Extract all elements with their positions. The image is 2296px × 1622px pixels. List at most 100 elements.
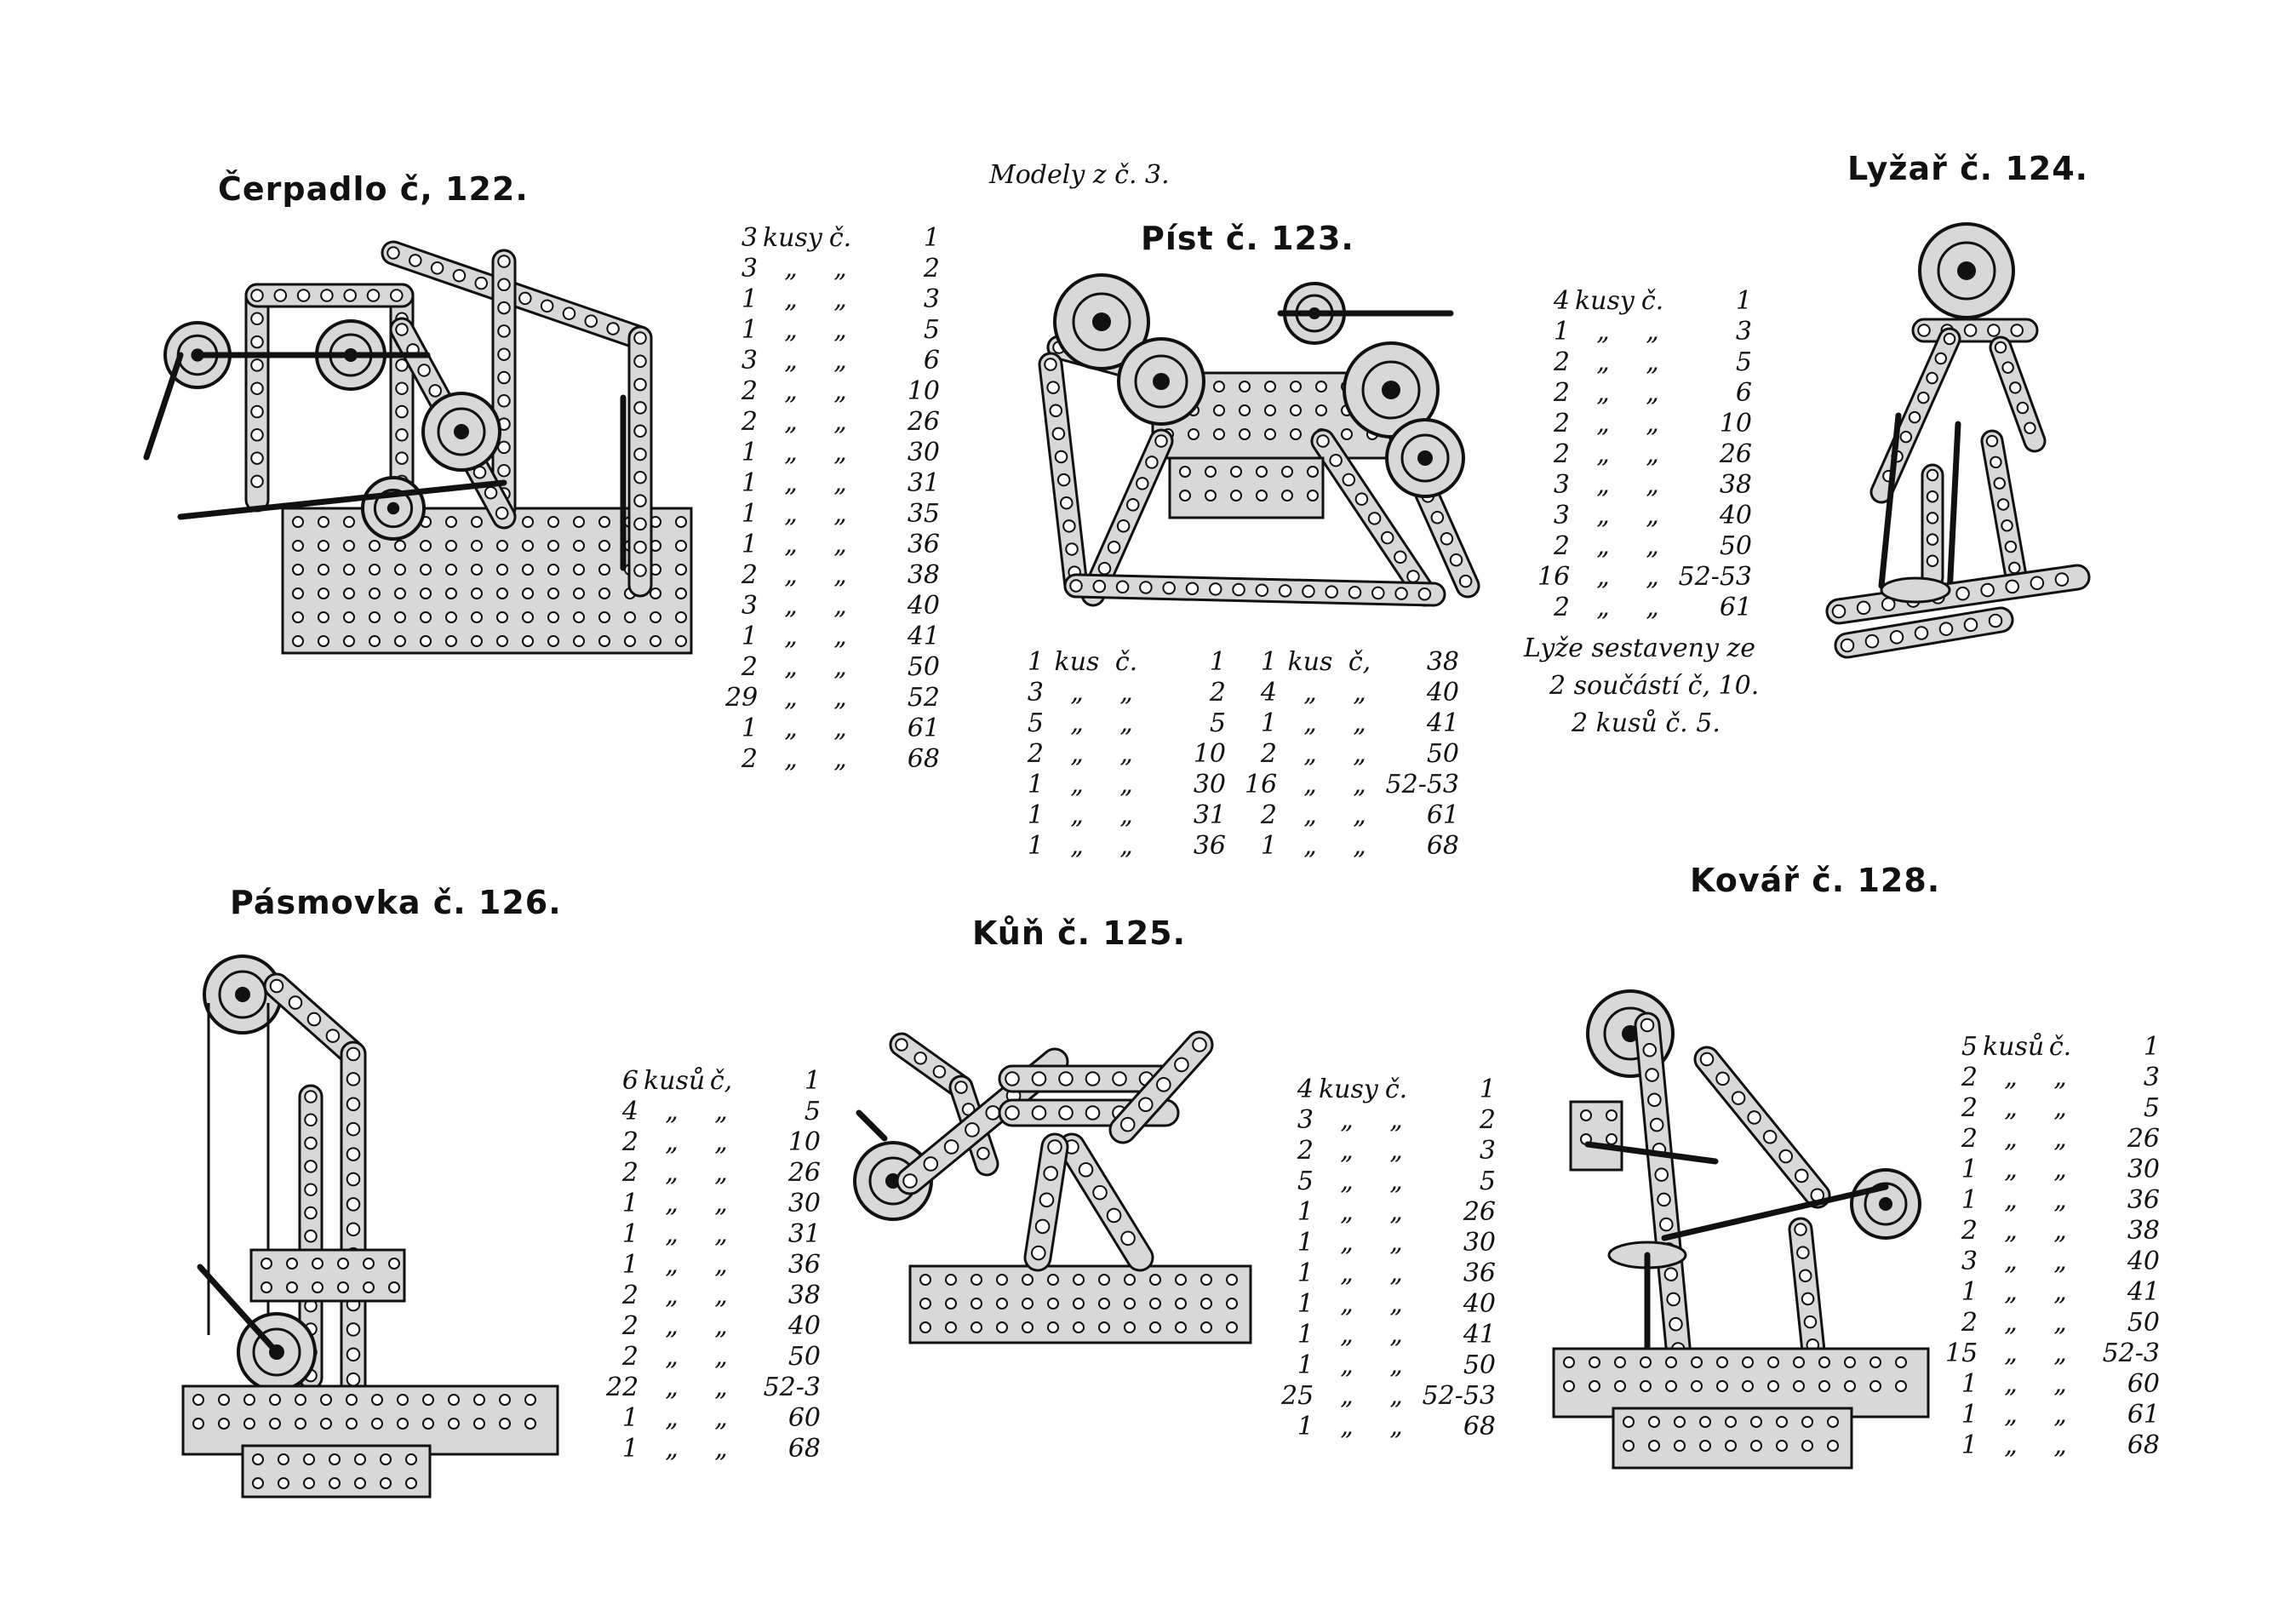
quantity: 3 [1553, 501, 1570, 530]
plate-hole [524, 1418, 536, 1430]
plate-hole [445, 516, 457, 528]
part-number: 41 [1426, 708, 1459, 738]
axle-rod [1946, 421, 1961, 598]
plate-hole [1699, 1416, 1711, 1428]
strip-hole [1060, 496, 1074, 510]
illustration-pump-122 [143, 240, 693, 655]
strip-hole [976, 1146, 990, 1161]
strip-hole [1174, 1057, 1189, 1073]
plate-hole [1623, 1416, 1635, 1428]
plate-hole [496, 540, 508, 552]
unit: „ [665, 1127, 678, 1157]
plate-hole [1022, 1274, 1033, 1286]
unit: „ [784, 376, 798, 406]
part-number: 6 [1735, 378, 1752, 408]
unit: „ [665, 1158, 678, 1188]
number-label: „ [833, 407, 847, 437]
perforated-strip [1057, 1132, 1154, 1272]
number-label: „ [1353, 770, 1366, 800]
parts-row: 2„„6 [1537, 378, 1752, 409]
number-label: „ [714, 1403, 728, 1433]
strip-hole [343, 289, 357, 302]
plate-hole [292, 587, 304, 599]
strip-hole [2016, 401, 2030, 415]
plate-hole [269, 1418, 281, 1430]
quantity: 2 [1553, 409, 1570, 438]
plate-hole [1614, 1356, 1626, 1368]
part-number: 10 [1719, 409, 1752, 438]
unit: „ [2004, 1430, 2018, 1460]
part-number: 6 [923, 346, 940, 375]
perforated-strip [1023, 1132, 1069, 1272]
part-number: 31 [907, 468, 940, 498]
plate-hole [499, 1418, 511, 1430]
strip-hole [518, 291, 532, 306]
number-label: „ [1389, 1105, 1403, 1135]
plate-hole [971, 1321, 982, 1333]
perforated-strip [244, 283, 415, 308]
plate-hole [1606, 1109, 1618, 1121]
parts-row: 1„„30 [1945, 1155, 2160, 1185]
plate-hole [363, 1281, 375, 1293]
quantity: 1 [1027, 831, 1044, 861]
strip-hole [1994, 341, 2007, 354]
plate-hole [343, 635, 355, 647]
quantity: 2 [1553, 439, 1570, 469]
unit: „ [784, 652, 798, 682]
parts-row: 1„„68 [1945, 1430, 2160, 1461]
unit: „ [665, 1281, 678, 1310]
strip-hole [497, 394, 511, 408]
plate-hole [295, 1418, 306, 1430]
strip-hole [250, 451, 264, 465]
unit: „ [1303, 831, 1317, 861]
strip-hole [1348, 586, 1362, 599]
plate-hole [624, 611, 636, 623]
parts-row: 2„„3 [1945, 1063, 2160, 1093]
part-number: 40 [787, 1311, 821, 1341]
parts-row: 1„„36 [606, 1250, 821, 1281]
plate-hole [1179, 466, 1191, 478]
strip-hole [1840, 638, 1855, 653]
parts-row: 1„„61 [1945, 1400, 2160, 1430]
strip-hole [895, 1038, 908, 1052]
strip-hole [304, 1136, 318, 1150]
strip-body [1693, 1046, 1831, 1209]
parts-row: 1„„26 [1281, 1197, 1496, 1228]
plate-hole [573, 540, 585, 552]
quantity: 15 [1945, 1338, 1978, 1368]
model-title-123: Píst č. 123. [1141, 220, 1354, 257]
plate-hole [343, 611, 355, 623]
unit: „ [1340, 1320, 1354, 1350]
axle-rod [856, 1109, 888, 1142]
strip-hole [633, 494, 647, 507]
plate-hole [1226, 1321, 1238, 1333]
strip-hole [954, 1080, 968, 1094]
number-label: „ [1646, 562, 1659, 592]
plate-hole [303, 1453, 315, 1465]
plate-hole [1073, 1274, 1085, 1286]
unit: kusů [644, 1066, 706, 1096]
strip-hole [1926, 468, 1939, 482]
plate-hole [312, 1281, 324, 1293]
strip-hole [497, 370, 511, 385]
quantity: 3 [1027, 678, 1044, 708]
parts-row: 16„„52-53 [1245, 770, 1459, 800]
number-label: „ [833, 622, 847, 651]
quantity: 2 [1553, 347, 1570, 377]
unit: „ [665, 1189, 678, 1218]
parts-row: 1„„60 [606, 1403, 821, 1434]
pulley-rim [1937, 241, 1996, 301]
quantity: 5 [1027, 708, 1044, 738]
plate-hole [1827, 1416, 1839, 1428]
strip-body [627, 325, 653, 598]
plate-hole [573, 564, 585, 576]
plate-hole [320, 1418, 332, 1430]
unit: „ [1303, 678, 1317, 708]
number-label: „ [2053, 1369, 2067, 1399]
plate-hole [1290, 428, 1302, 440]
model-title-126: Pásmovka č. 126. [230, 884, 562, 921]
plate-hole [363, 1258, 375, 1270]
plate-hole [1750, 1416, 1762, 1428]
